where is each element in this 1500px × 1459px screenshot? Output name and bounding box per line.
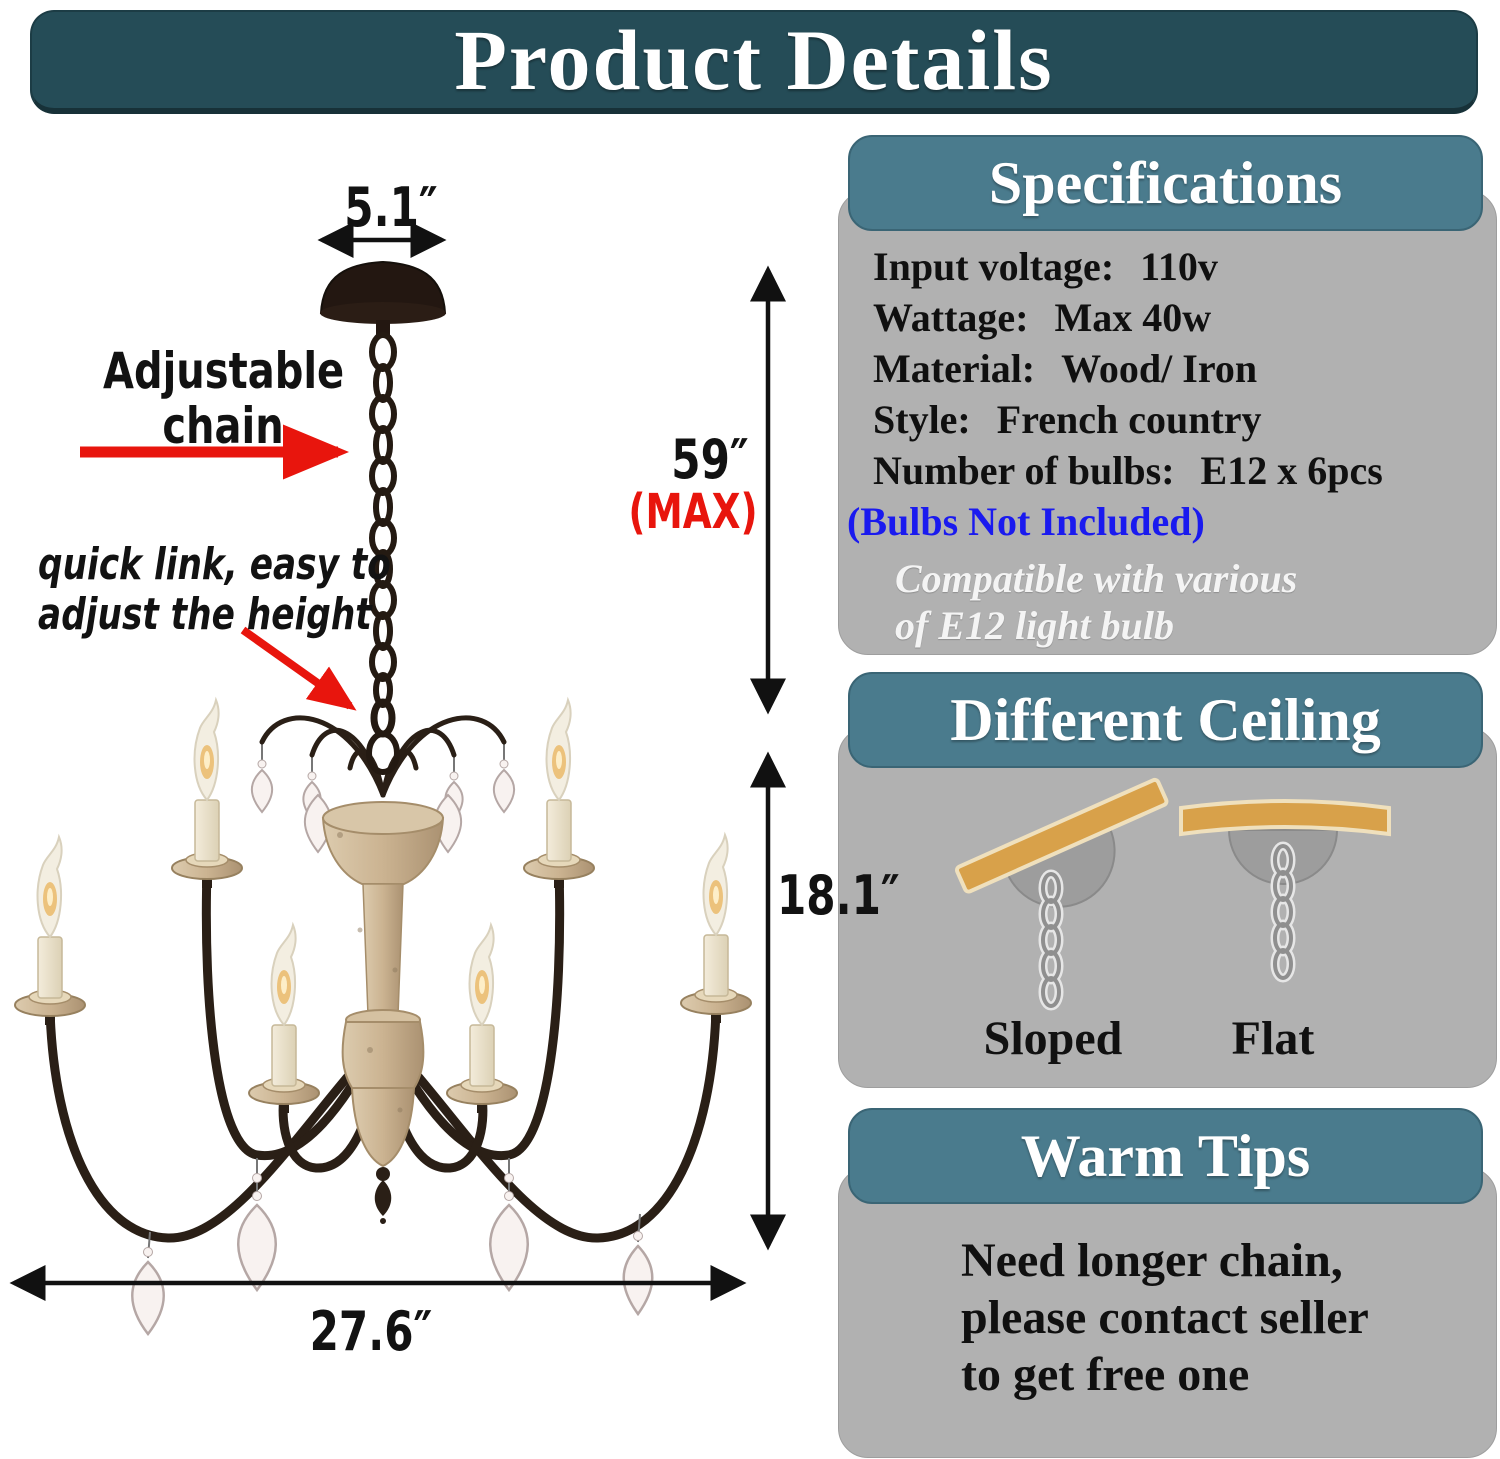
quick-link-label: quick link, easy to adjust the height xyxy=(38,539,391,640)
warm-tips-line: Need longer chain, xyxy=(961,1234,1343,1287)
different-ceiling-panel: Sloped Flat Different Ceiling xyxy=(838,672,1497,1088)
top-crystals xyxy=(250,742,516,854)
spec-row-wattage: Wattage: Max 40w xyxy=(873,295,1212,340)
different-ceiling-header: Different Ceiling xyxy=(848,672,1483,768)
sloped-ceiling-diagram xyxy=(955,777,1169,1011)
quick-link-arrow xyxy=(240,626,357,711)
different-ceiling-title: Different Ceiling xyxy=(950,687,1381,753)
ceiling-diagrams xyxy=(955,777,1391,1011)
candle xyxy=(14,833,86,1025)
warm-tips-line: please contact seller xyxy=(961,1291,1369,1344)
compatibility-note: Compatible with various of E12 light bul… xyxy=(895,556,1298,648)
dim-label-fixture-height: 18.1″ xyxy=(777,864,900,927)
candle xyxy=(680,831,752,1023)
chain xyxy=(366,332,400,775)
page-title: Product Details xyxy=(454,12,1054,108)
different-ceiling-body: Sloped Flat xyxy=(838,727,1497,1088)
warm-tips-body: Need longer chain, please contact seller… xyxy=(838,1167,1497,1458)
spec-row-input-voltage: Input voltage: 110v xyxy=(873,244,1218,289)
sloped-chain xyxy=(1038,869,1064,1011)
banner: Product Details xyxy=(30,10,1478,114)
specifications-body: Input voltage: 110v Wattage: Max 40w Mat… xyxy=(838,190,1497,655)
spec-row-material: Material: Wood/ Iron xyxy=(873,346,1258,391)
sloped-label: Sloped xyxy=(983,1012,1123,1065)
warm-tips-header: Warm Tips xyxy=(848,1108,1483,1204)
flat-ceiling-diagram xyxy=(1179,799,1391,983)
dim-label-max-note: (MAX) xyxy=(628,484,758,540)
warm-tips-panel: Need longer chain, please contact seller… xyxy=(838,1108,1497,1459)
specifications-panel: Input voltage: 110v Wattage: Max 40w Mat… xyxy=(838,135,1497,655)
candle xyxy=(171,696,243,888)
warm-tips-title: Warm Tips xyxy=(1020,1123,1311,1189)
dimension-arrows xyxy=(9,222,786,1301)
warm-tips-line: to get free one xyxy=(961,1348,1250,1401)
wood-column xyxy=(321,801,445,1168)
specifications-header: Specifications xyxy=(848,135,1483,231)
bulbs-not-included-note: (Bulbs Not Included) xyxy=(847,499,1205,544)
adjustable-chain-label: Adjustable chain xyxy=(103,342,345,455)
candle xyxy=(248,921,320,1113)
dim-label-max-height: 59″ xyxy=(671,428,749,491)
spec-row-style: Style: French country xyxy=(873,397,1262,442)
spec-row-bulbs: Number of bulbs: E12 x 6pcs xyxy=(873,448,1383,493)
dim-label-fixture-width: 27.6″ xyxy=(309,1300,433,1363)
fountain-arms xyxy=(259,715,507,798)
specifications-title: Specifications xyxy=(988,150,1343,216)
dim-label-canopy-width: 5.1″ xyxy=(344,176,438,239)
candle xyxy=(523,696,595,888)
finial xyxy=(374,1167,392,1224)
candle xyxy=(446,921,518,1113)
flat-chain xyxy=(1270,841,1296,983)
flat-label: Flat xyxy=(1231,1012,1315,1065)
top-hook xyxy=(366,731,400,775)
canopy xyxy=(319,260,447,338)
candles xyxy=(14,696,752,1113)
chandelier-diagram xyxy=(9,222,786,1337)
